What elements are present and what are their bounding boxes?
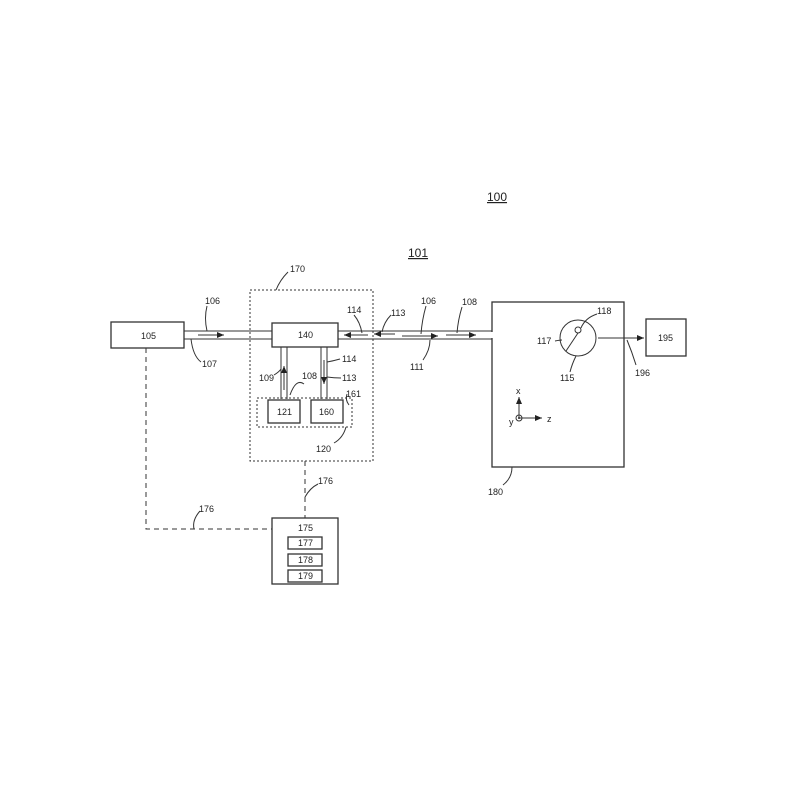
figure-number: 100 [487, 190, 507, 204]
source-box [110, 321, 185, 349]
label-106b: 106 [421, 296, 436, 306]
leader-176a [193, 510, 201, 530]
leader-107 [190, 338, 202, 363]
enclosure-170 [249, 289, 374, 462]
label-113a: 113 [391, 308, 405, 318]
detector-group-120 [256, 397, 353, 428]
controller-module-177 [287, 536, 323, 550]
label-114b: 114 [342, 354, 356, 364]
axis-y-label: y [509, 417, 514, 427]
curve-108 [289, 381, 305, 396]
output-box-label: 195 [658, 333, 673, 343]
output-box [645, 318, 687, 357]
label-176b: 176 [318, 476, 333, 486]
label-114a: 114 [347, 305, 361, 315]
leader-170 [275, 271, 289, 291]
sample-disk [559, 319, 597, 357]
leader-114a [353, 314, 363, 334]
leader-108a [456, 306, 463, 334]
axis-y-icon [515, 414, 523, 422]
label-108a: 108 [462, 297, 477, 307]
leader-120 [333, 426, 347, 444]
chamber-box [491, 301, 625, 468]
controller-module-179 [287, 569, 323, 583]
sample-line [565, 332, 579, 352]
leader-176b [304, 483, 319, 498]
leader-106a [205, 305, 208, 332]
axis-x-label: x [516, 386, 521, 396]
leader-115 [569, 355, 577, 373]
label-113b: 113 [342, 373, 356, 383]
axis-z-label: z [547, 414, 552, 424]
controller-module-177-label: 177 [298, 538, 313, 548]
controller-module-179-label: 179 [298, 571, 313, 581]
leader-196 [626, 339, 637, 366]
leader-113a [381, 314, 392, 333]
label-176a: 176 [199, 504, 214, 514]
label-180: 180 [488, 487, 503, 497]
controller-label: 175 [298, 523, 313, 533]
label-109: 109 [259, 373, 274, 383]
controller-module-178 [287, 553, 323, 567]
chamber-port-cover [490, 332, 494, 338]
splitter-box [271, 322, 339, 348]
label-106a: 106 [205, 296, 220, 306]
label-115: 115 [560, 373, 574, 383]
detector-121-label: 121 [277, 407, 292, 417]
leader-161 [345, 393, 350, 406]
source-box-label: 105 [141, 331, 156, 341]
label-108b: 108 [302, 371, 317, 381]
detector-160-box [310, 399, 344, 424]
leader-114b [326, 358, 341, 363]
label-117: 117 [537, 336, 551, 346]
label-111: 111 [410, 362, 424, 372]
leader-106b [420, 305, 427, 335]
controller-module-178-label: 178 [298, 555, 313, 565]
label-107: 107 [202, 359, 217, 369]
detector-121-box [267, 399, 301, 424]
label-196: 196 [635, 368, 650, 378]
leader-109 [273, 368, 282, 376]
axis-y-dot [518, 417, 520, 419]
leader-118 [580, 313, 598, 329]
leader-117 [554, 339, 563, 342]
control-line-source [145, 348, 272, 530]
label-120: 120 [316, 444, 331, 454]
detector-160-label: 160 [319, 407, 334, 417]
label-161: 161 [346, 389, 361, 399]
label-118: 118 [597, 306, 611, 316]
leader-113b [326, 376, 342, 379]
figure-subnumber: 101 [408, 246, 428, 260]
label-170: 170 [290, 264, 305, 274]
leader-180 [502, 466, 513, 486]
leader-111 [422, 339, 431, 361]
splitter-box-label: 140 [298, 330, 313, 340]
